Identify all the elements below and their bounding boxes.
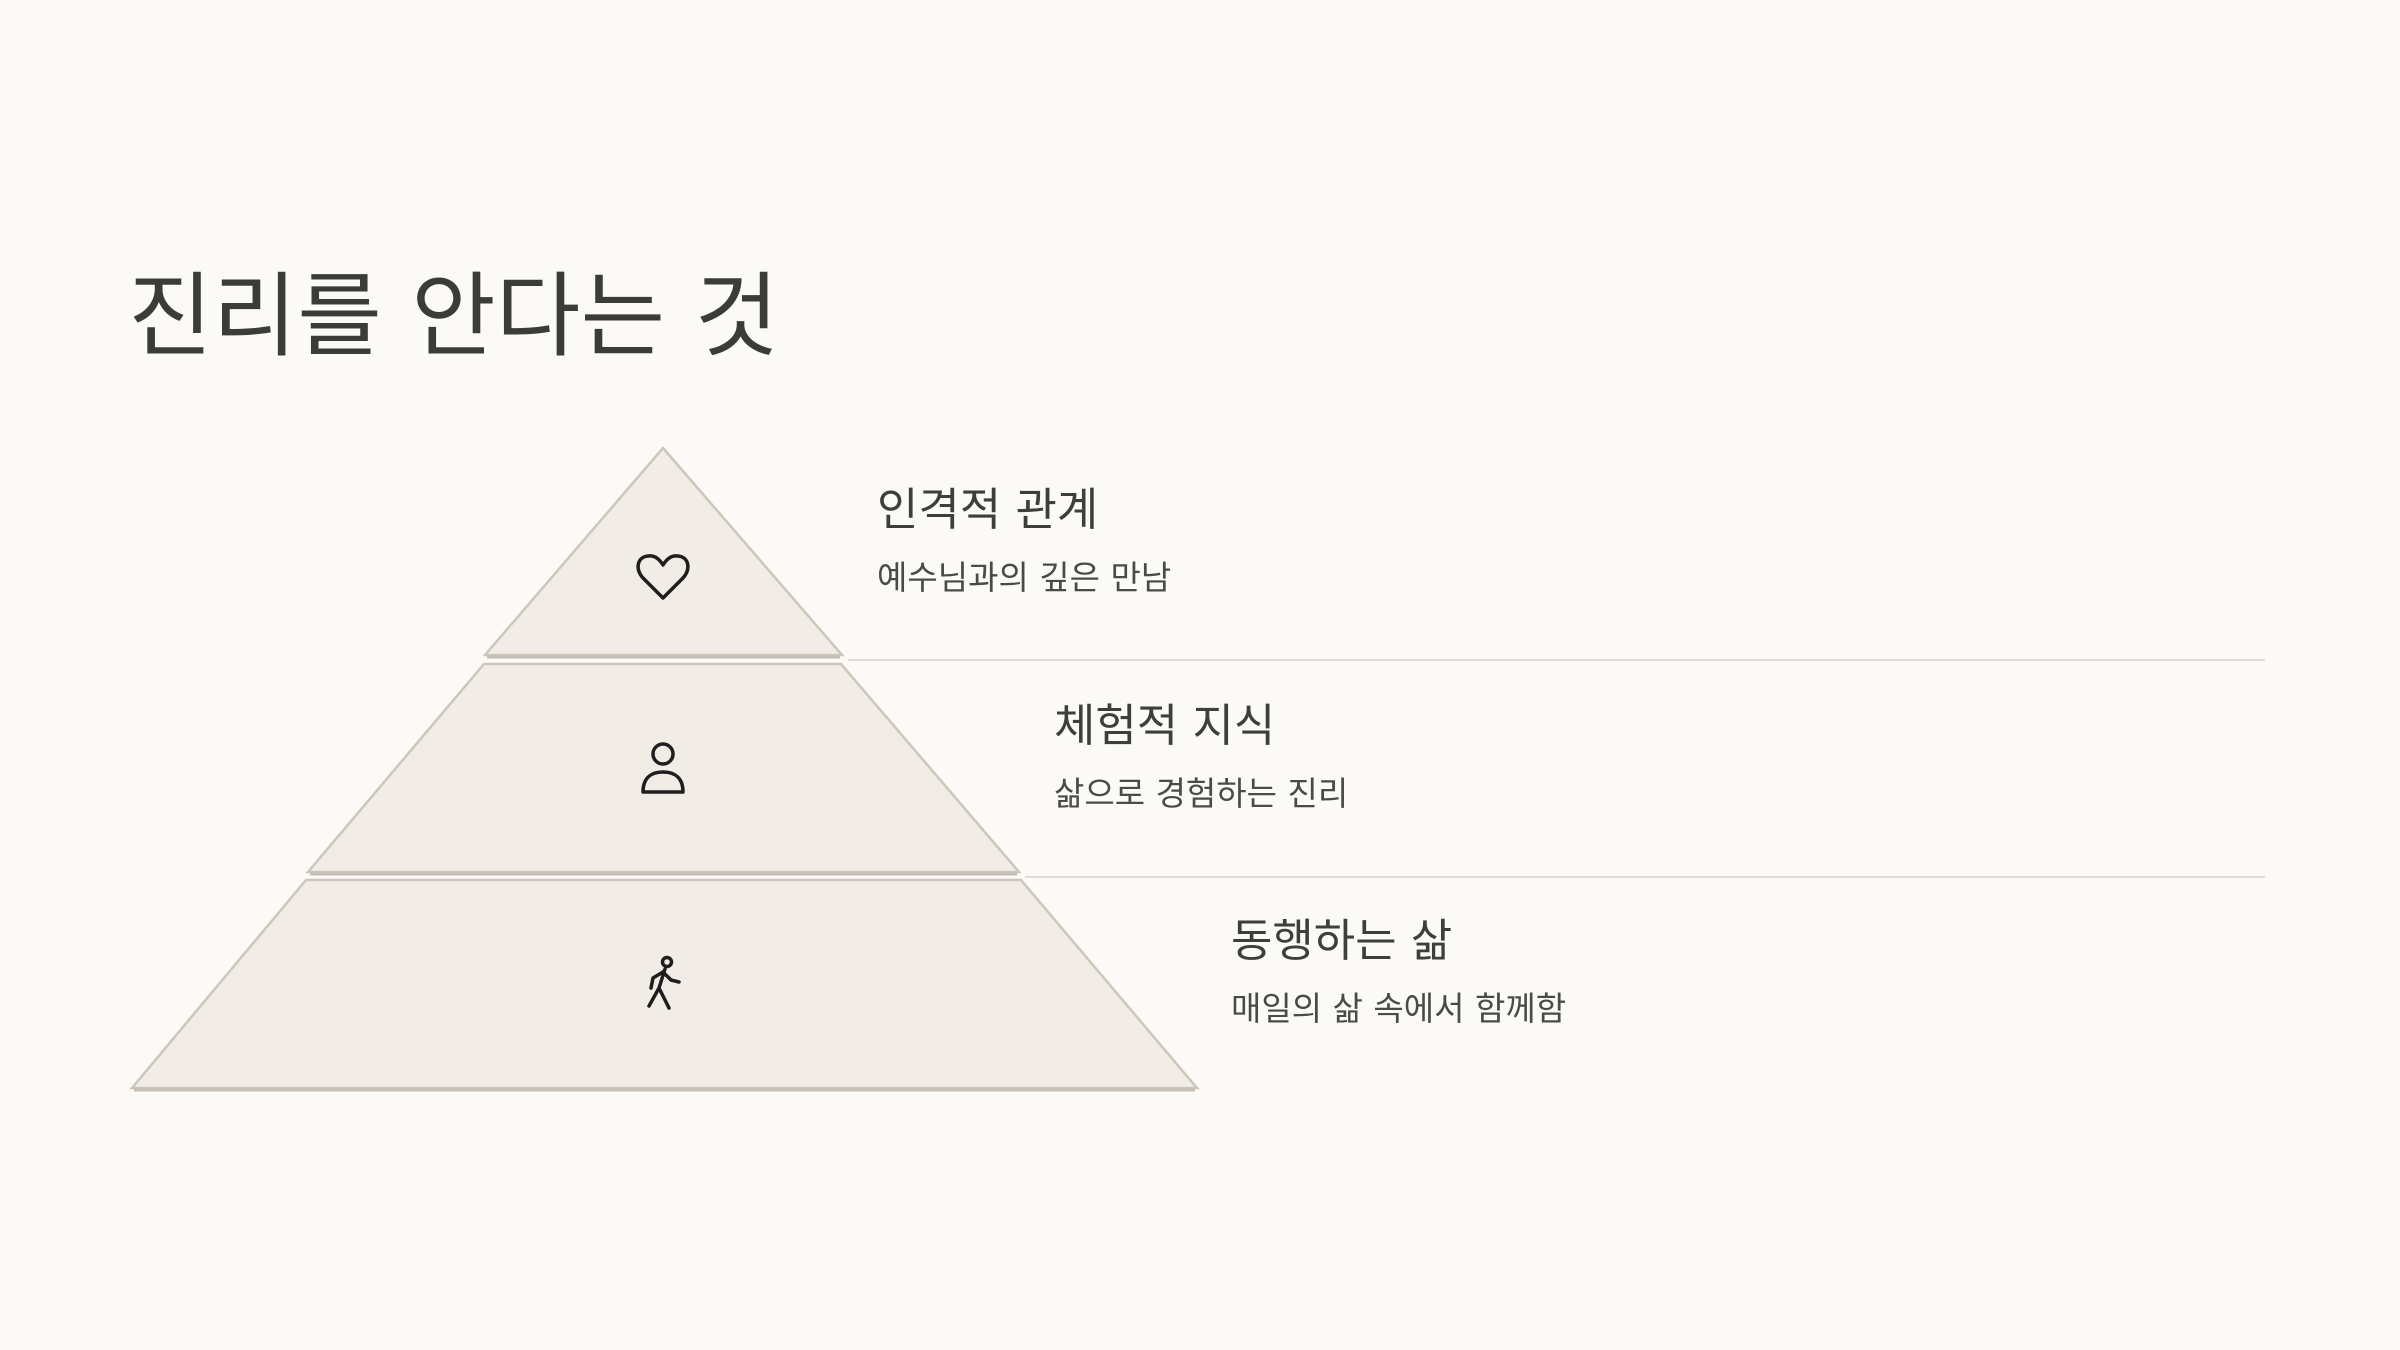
tier-2-subtitle: 삶으로 경험하는 진리	[1054, 774, 1349, 813]
slide-title: 진리를 안다는 것	[128, 263, 779, 370]
tier-1-subtitle: 예수님과의 깊은 만남	[877, 558, 1172, 597]
heart-icon	[636, 554, 690, 600]
tier-2-heading: 체험적 지식	[1054, 699, 1276, 752]
tier-3-heading: 동행하는 삶	[1231, 914, 1453, 967]
tier-1-heading: 인격적 관계	[877, 483, 1099, 536]
tier-2-text: 체험적 지식 삶으로 경험하는 진리	[1054, 698, 1348, 816]
person-icon	[641, 742, 685, 794]
tier-1-text: 인격적 관계 예수님과의 깊은 만남	[877, 482, 1171, 600]
pyramid-tier-top	[482, 446, 845, 659]
pyramid-tier-middle	[305, 662, 1022, 876]
pyramid-tier-bottom	[129, 878, 1200, 1092]
walking-person-icon	[647, 955, 681, 1010]
tier-3-subtitle: 매일의 삶 속에서 함께함	[1231, 989, 1567, 1028]
tier-3-text: 동행하는 삶 매일의 삶 속에서 함께함	[1231, 913, 1566, 1031]
